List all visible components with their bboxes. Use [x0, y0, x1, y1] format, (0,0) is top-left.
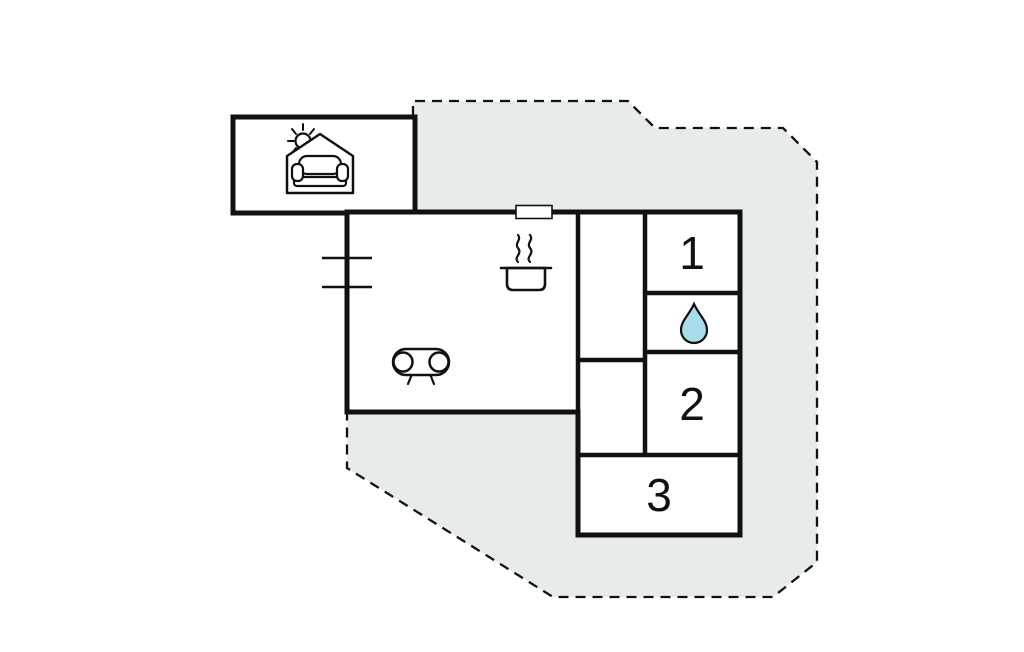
pot-body [505, 266, 547, 292]
room-2-label: 2 [679, 378, 705, 430]
window-ticks [322, 256, 372, 289]
sofa-arm [428, 351, 450, 373]
sofa-front-icon [290, 154, 350, 188]
interior-walls [575, 214, 740, 458]
water-drop-icon [679, 301, 709, 345]
steam-icon [515, 233, 521, 264]
sofa-top-view-icon [391, 347, 451, 386]
room-1-label: 1 [679, 227, 705, 279]
door-threshold-icon [515, 204, 553, 220]
cooking-pot-with-steam-icon [499, 233, 553, 292]
sofa-arm [392, 351, 414, 373]
steam-icon [527, 233, 533, 264]
room-3-label: 3 [646, 469, 672, 521]
plot-boundary-dashed [345, 99, 819, 599]
annex-house-with-sun-and-sofa-icon [285, 123, 355, 195]
